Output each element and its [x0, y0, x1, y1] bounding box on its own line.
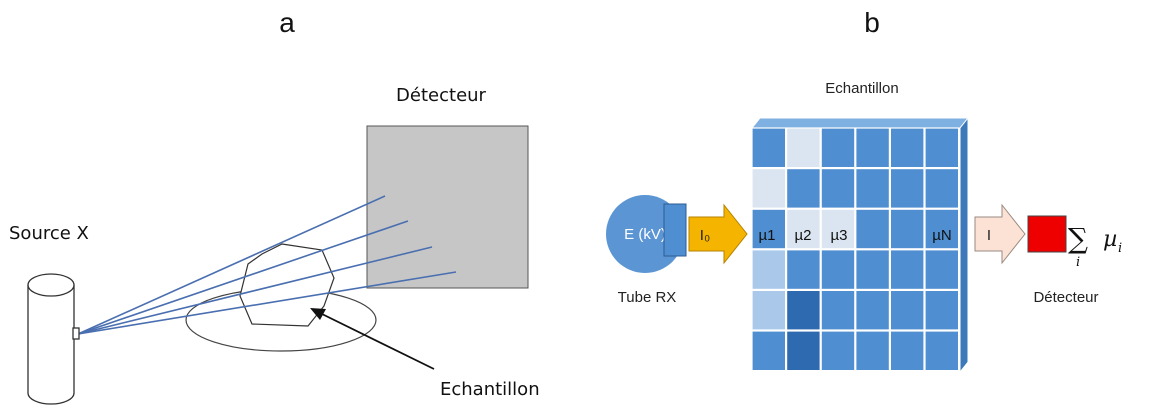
voxel-cell	[785, 330, 821, 372]
voxel-cell	[785, 289, 821, 331]
voxel-cell	[924, 208, 960, 250]
voxel-cell	[855, 127, 890, 169]
xray-beams	[77, 195, 457, 335]
xray-source-tube	[27, 273, 80, 405]
panel-a-letter: a	[279, 7, 295, 38]
xray-beam	[77, 195, 386, 335]
sample-voxel-grid	[750, 116, 970, 374]
panel-b-letter: b	[864, 7, 880, 38]
source-energy-label: E (kV)	[624, 226, 666, 243]
mu-variable: µ	[1103, 227, 1117, 252]
voxel-cell	[855, 249, 890, 291]
voxel-cell	[924, 249, 960, 291]
voxel-cell	[820, 168, 856, 209]
voxel-cell	[889, 208, 925, 250]
voxel-cell	[820, 330, 856, 372]
voxel-cell	[751, 249, 787, 291]
voxel-cell	[889, 249, 925, 291]
voxel-cell	[855, 289, 890, 331]
voxel-cell	[785, 168, 821, 209]
cell-label-mu3: µ3	[831, 227, 848, 244]
voxel-cell	[751, 330, 787, 372]
voxel-cell	[855, 330, 890, 372]
voxel-cell	[785, 127, 821, 169]
sum-symbol: ∑	[1068, 222, 1088, 255]
voxel-cell	[751, 208, 787, 250]
voxel-cell	[889, 127, 925, 169]
voxel-cells	[751, 127, 960, 372]
voxel-cell	[820, 127, 856, 169]
panel-b: b Echantillon E (kV) Tube RX I₀ µ1 µ2 µ3…	[606, 7, 1122, 374]
detector-block	[1027, 215, 1067, 253]
cell-label-muN: µN	[932, 227, 951, 244]
voxel-cell	[855, 208, 890, 250]
sample-shape	[239, 243, 335, 327]
xray-beam	[77, 271, 457, 335]
voxel-grid-right-face	[959, 116, 969, 374]
detector-screen	[366, 125, 529, 289]
voxel-cell	[751, 289, 787, 331]
voxel-cell	[785, 208, 821, 250]
cell-label-mu1: µ1	[759, 227, 776, 244]
voxel-cell	[785, 249, 821, 291]
voxel-cell	[820, 249, 856, 291]
voxel-cell	[751, 127, 787, 169]
voxel-cell	[855, 168, 890, 209]
voxel-cell	[820, 289, 856, 331]
incident-intensity-label: I₀	[700, 227, 710, 244]
source-label: Source X	[9, 223, 89, 244]
source-window	[663, 203, 687, 257]
detector-label-b: Détecteur	[1033, 289, 1098, 306]
voxel-grid-top-face	[750, 117, 970, 129]
panel-a: a Détecteur Source X Echantillon	[9, 7, 540, 405]
voxel-cell	[820, 208, 856, 250]
voxel-cell	[889, 330, 925, 372]
voxel-cell	[889, 289, 925, 331]
voxel-cell	[924, 127, 960, 169]
voxel-cell	[889, 168, 925, 209]
tube-label: Tube RX	[618, 289, 677, 306]
transmitted-intensity-label: I	[987, 227, 991, 244]
xray-beam	[77, 220, 409, 335]
sum-index: i	[1076, 255, 1080, 270]
voxel-cell	[924, 289, 960, 331]
sample-label: Echantillon	[440, 379, 540, 400]
voxel-cell	[924, 330, 960, 372]
xray-beam	[77, 246, 433, 335]
voxel-cell	[751, 168, 787, 209]
detector-label: Détecteur	[396, 85, 487, 106]
incident-beam-arrow	[688, 203, 748, 265]
voxel-cell	[924, 168, 960, 209]
mu-subscript: i	[1118, 241, 1122, 256]
transmitted-beam-arrow	[974, 203, 1026, 265]
attenuation-sum-formula: ∑ i µ i	[1068, 222, 1122, 270]
sample-grid-title: Echantillon	[825, 80, 898, 97]
cell-label-mu2: µ2	[795, 227, 812, 244]
sample-pointer-arrow	[310, 308, 435, 370]
